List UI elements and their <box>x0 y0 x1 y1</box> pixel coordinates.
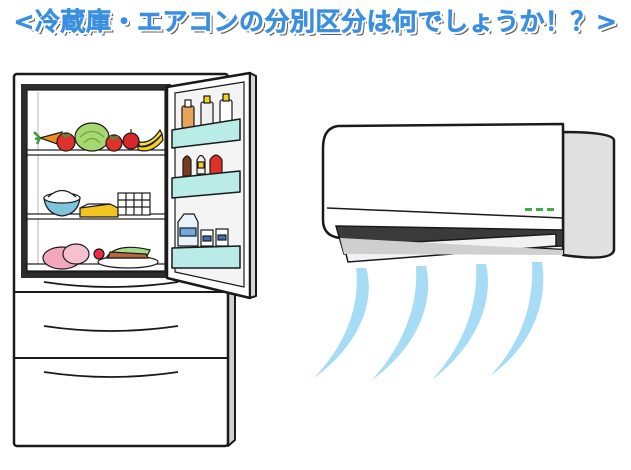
fridge-top-shelf-food <box>33 122 164 152</box>
door-shelf-2 <box>171 170 241 199</box>
refrigerator-illustration <box>12 71 257 448</box>
airflow-streams <box>314 262 544 380</box>
door-shelf-3 <box>171 245 241 269</box>
refrigerator-interior <box>26 89 166 273</box>
door-shelf-cartons <box>177 213 229 247</box>
fridge-middle-shelf-food <box>43 189 151 218</box>
fridge-drawers <box>14 281 228 378</box>
door-shelf-bottles <box>181 93 233 129</box>
indicator-lights <box>525 208 554 211</box>
air-conditioner-illustration <box>321 122 616 263</box>
door-shelf-sauces <box>182 154 223 177</box>
door-shelf-1 <box>171 118 241 149</box>
refrigerator-door <box>165 71 257 300</box>
fridge-bottom-shelf-food <box>42 243 159 270</box>
page-title: <冷蔵庫・エアコンの分別区分は何でしょうか！？> <box>13 7 618 37</box>
